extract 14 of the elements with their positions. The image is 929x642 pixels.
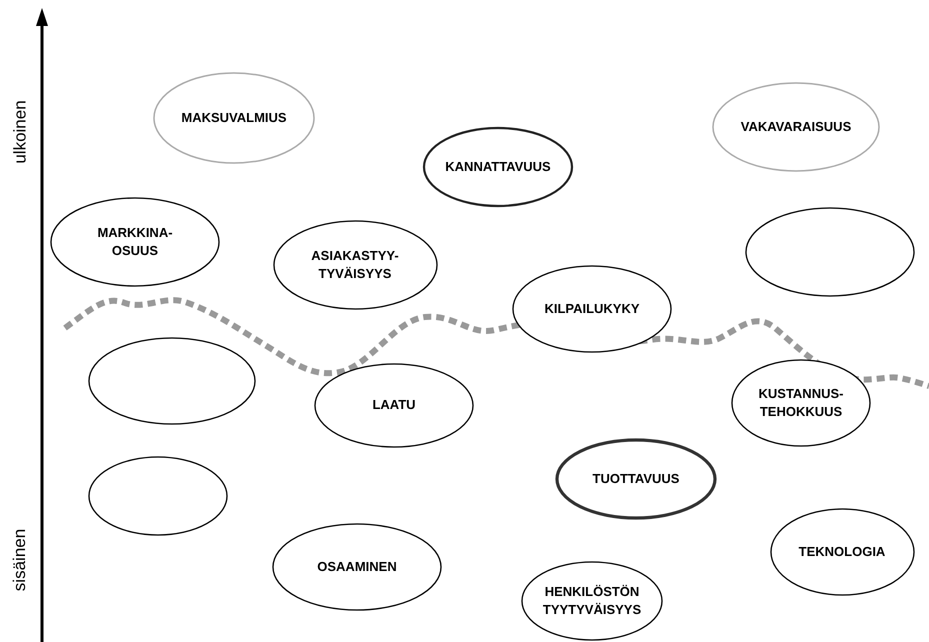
- axis-label: sisäinen: [10, 528, 30, 592]
- node-label: LAATU: [371, 396, 417, 414]
- node-label: OSAAMINEN: [316, 558, 398, 576]
- node-label: TEKNOLOGIA: [798, 543, 886, 561]
- node-label: MARKKINA- OSUUS: [96, 224, 174, 260]
- node-label: KANNATTAVUUS: [444, 158, 552, 176]
- axis-label: ulkoinen: [10, 100, 30, 164]
- node-label: KUSTANNUS- TEHOKKUUS: [758, 385, 844, 421]
- node-label: HENKILÖSTÖN TYYTYVÄISYYS: [542, 583, 642, 619]
- node-label: KILPAILUKYKY: [543, 300, 641, 318]
- node-label: ASIAKASTYY- TYVÄISYYS: [310, 247, 400, 283]
- node-label: TUOTTAVUUS: [592, 470, 680, 488]
- node-label: MAKSUVALMIUS: [180, 109, 288, 127]
- node-label: VAKAVARAISUUS: [740, 118, 852, 136]
